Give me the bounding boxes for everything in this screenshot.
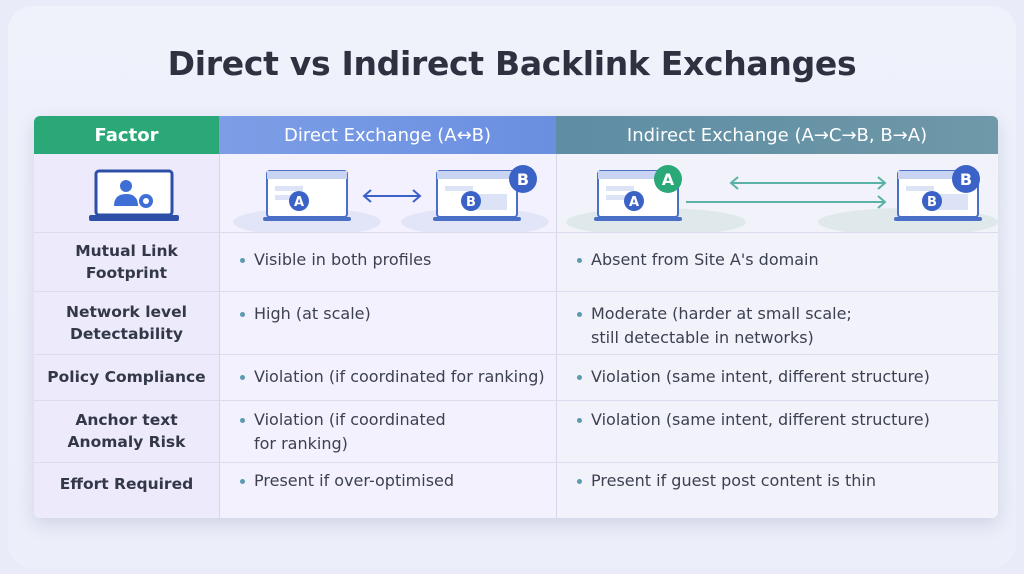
row-label-line: Anomaly Risk [67, 433, 186, 451]
bidirectional-arrow-icon [362, 189, 422, 203]
column-divider [219, 154, 220, 518]
site-b-large-badge: B [960, 170, 972, 189]
cell-text: Violation (same intent, different struct… [591, 410, 930, 429]
cell-text: Violation (if coordinated [254, 410, 446, 429]
direct-cell: Visible in both profiles [232, 248, 552, 272]
page-title: Direct vs Indirect Backlink Exchanges [167, 44, 857, 83]
site-a-badge: A [294, 195, 304, 210]
site-b-badge: B [927, 195, 937, 210]
site-a-window-icon: A A [594, 165, 682, 221]
site-b-window-icon: B B [433, 165, 537, 221]
bullet-icon [577, 258, 582, 263]
direct-exchange-illustration: A B B [219, 154, 556, 236]
cell-text: Violation (if coordinated for ranking) [254, 367, 545, 386]
indirect-exchange-illustration: A A B B [556, 154, 998, 236]
row-label-line: Effort Required [59, 475, 194, 493]
row-label-line: Mutual Link [75, 241, 178, 260]
row-label-line: Anchor text [75, 411, 178, 429]
bullet-icon [240, 418, 245, 423]
indirect-cell: Absent from Site A's domain [569, 248, 994, 272]
row-divider [34, 354, 998, 355]
cell-text: Violation (same intent, different struct… [591, 367, 930, 386]
cell-text: Present if over-optimised [254, 471, 455, 490]
header-direct-exchange: Direct Exchange (A↔B) [219, 116, 556, 154]
row-divider [34, 400, 998, 401]
direct-cell: High (at scale) [232, 302, 552, 326]
cell-text: Visible in both profiles [254, 250, 432, 269]
header-factor: Factor [34, 116, 219, 154]
bullet-icon [240, 258, 245, 263]
two-way-offset-arrows-icon [686, 176, 887, 209]
bullet-icon [577, 479, 582, 484]
site-a-large-badge: A [662, 170, 675, 189]
cell-text: for ranking) [254, 434, 348, 453]
row-label-policy-compliance: Policy Compliance [34, 354, 219, 400]
factor-icon-cell [34, 154, 219, 232]
site-b-badge: B [466, 195, 476, 210]
row-label-line: Footprint [85, 263, 168, 282]
row-label-effort-required: Effort Required [34, 462, 219, 506]
row-label-line: Network level [66, 302, 187, 321]
header-indirect-exchange: Indirect Exchange (A→C→B, B→A) [556, 116, 998, 154]
site-a-window-icon: A [263, 170, 351, 221]
site-b-window-icon: B B [894, 165, 982, 221]
laptop-user-gear-icon [89, 169, 179, 221]
direct-cell: Violation (if coordinated for ranking) [232, 408, 552, 456]
bullet-icon [577, 375, 582, 380]
bullet-icon [240, 479, 245, 484]
comparison-table: Factor Direct Exchange (A↔B) Indirect Ex… [34, 116, 998, 518]
direct-cell: Present if over-optimised [232, 469, 552, 493]
row-label-line: Policy Compliance [47, 368, 206, 386]
direct-cell: Violation (if coordinated for ranking) [232, 365, 552, 389]
bullet-icon [240, 312, 245, 317]
column-divider [556, 154, 557, 518]
bullet-icon [240, 375, 245, 380]
site-a-badge: A [629, 195, 639, 210]
cell-text: Present if guest post content is thin [591, 471, 876, 490]
site-b-large-badge: B [517, 170, 529, 189]
cell-text: Absent from Site A's domain [591, 250, 819, 269]
row-label-line: Detectability [70, 324, 183, 343]
row-divider [34, 232, 998, 233]
indirect-cell: Present if guest post content is thin [569, 469, 994, 493]
indirect-cell: Violation (same intent, different struct… [569, 408, 994, 432]
row-divider [34, 462, 998, 463]
bullet-icon [577, 312, 582, 317]
indirect-cell: Moderate (harder at small scale; still d… [569, 302, 994, 350]
cell-text: still detectable in networks) [591, 328, 814, 347]
cell-text: High (at scale) [254, 304, 371, 323]
row-divider [34, 291, 998, 292]
bullet-icon [577, 418, 582, 423]
cell-text: Moderate (harder at small scale; [591, 304, 852, 323]
indirect-cell: Violation (same intent, different struct… [569, 365, 994, 389]
